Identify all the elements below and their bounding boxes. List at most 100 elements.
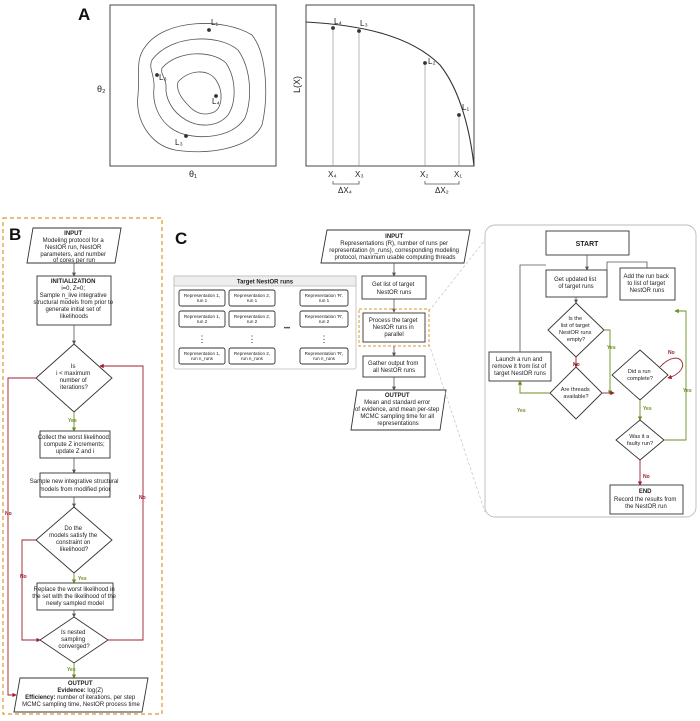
c-threads-yes-edge — [517, 380, 550, 394]
b-input-box — [26, 227, 122, 264]
c-faulty-text: Was it a faulty run? — [627, 434, 653, 447]
b-input-text: INPUT Modeling protocol for a NestOR run… — [40, 231, 107, 264]
svg-text:Representation 'R',run 2: Representation 'R',run 2 — [305, 314, 344, 324]
delta-bracket-x2 — [424, 181, 460, 185]
b-decision-constraint-text: Do the models satisfy the constraint on … — [49, 526, 99, 553]
c-end-text: END Record the results from the NestOR r… — [614, 489, 678, 510]
curve-label-l2: L₂ — [428, 57, 436, 66]
svg-text:Representation 2,run 2: Representation 2,run 2 — [234, 314, 270, 324]
contour-axis-y: θ₂ — [97, 84, 106, 94]
c-get-list-text: Get list of target NestOR runs — [372, 282, 416, 296]
contour-point-l1 — [207, 28, 211, 32]
panel-b: B INPUT Modeling protocol for a NestOR r… — [2, 217, 163, 715]
panel-c: C Target NestOR runs Representation 1,ru… — [173, 224, 697, 518]
zoom-line-top — [428, 239, 486, 312]
c-yes-complete: Yes — [643, 406, 652, 412]
b-no-edge-constraint — [21, 539, 41, 643]
svg-text:Representation 1,run n_runs: Representation 1,run n_runs — [184, 351, 220, 361]
c-threads-text: Are threads available? — [561, 387, 591, 400]
curve-label-l1: L₁ — [462, 103, 469, 112]
panel-b-dashed-frame — [2, 217, 163, 715]
curve-point-l4 — [331, 26, 335, 30]
b-collect-text: Collect the worst likelihood, compute Z … — [38, 435, 112, 455]
c-output-text: OUTPUT Mean and standard error of eviden… — [355, 393, 441, 427]
x-grid-lines — [332, 28, 460, 166]
b-no-edge-exit — [7, 377, 36, 698]
c-empty-text: Is the list of target NestOR runs empty? — [559, 316, 593, 343]
b-no-edge-loop — [99, 363, 144, 641]
panel-c-letter: C — [175, 229, 187, 248]
b-collect-box — [39, 430, 111, 459]
b-no-1: No — [5, 511, 12, 517]
c-updated-box — [545, 269, 608, 298]
b-yes-3: Yes — [67, 667, 76, 673]
b-sample-text: Sample new integrative structural models… — [30, 479, 120, 493]
svg-text:⋮: ⋮ — [320, 334, 329, 344]
b-replace-box — [36, 582, 114, 611]
c-process-text: Process the target NestOR runs in parall… — [369, 318, 419, 338]
contour-plot-frame — [109, 4, 277, 167]
b-no-2: No — [20, 574, 27, 580]
contour-axis-x: θ₁ — [189, 169, 197, 179]
x-tick-x4: X₄ — [328, 170, 337, 179]
c-complete-text: Did a run complete? — [627, 369, 653, 382]
svg-text:Representation 2,run 1: Representation 2,run 1 — [234, 293, 270, 303]
c-empty-yes-edge — [604, 329, 613, 395]
contour-label-l3: L₃ — [159, 73, 167, 82]
curve-plot-frame — [305, 4, 475, 167]
contour-label-l1: L₁ — [211, 18, 218, 27]
c-addback-box — [619, 267, 676, 301]
svg-text:Representation 'R',run n_runs: Representation 'R',run n_runs — [305, 351, 344, 361]
panel-a: A L₁ L₃ L₄ L₃ θ₂ θ₁ L₄ L₃ — [78, 4, 475, 195]
target-runs-title: Target NestOR runs — [237, 280, 294, 286]
c-input-box — [320, 229, 471, 264]
c-complete-no-loop — [659, 357, 684, 380]
b-sample-box — [39, 472, 111, 498]
curve-point-l1 — [457, 113, 461, 117]
svg-text:•••: ••• — [284, 326, 290, 332]
b-replace-text: Replace the worst likelihood in the set … — [32, 587, 117, 607]
c-no-complete: No — [668, 350, 675, 356]
c-gather-text: Gather output from all NestOR runs — [368, 361, 420, 374]
c-addback-loop — [606, 261, 648, 270]
zoom-line-bottom — [428, 343, 486, 513]
c-yes-threads: Yes — [517, 408, 526, 414]
b-output-box — [13, 677, 149, 713]
delta-label-x2: ΔX₂ — [435, 186, 449, 195]
b-decision-iterations-text: Is i < maximum number of iterations? — [56, 364, 92, 391]
curve-point-l2 — [423, 61, 427, 65]
delta-label-x4: ΔX₄ — [338, 186, 352, 195]
b-decision-converged-text: Is nested sampling converged? — [58, 630, 90, 650]
curve-label-l4: L₄ — [334, 17, 342, 26]
b-output-text: OUTPUT Evidence: log(Z) Efficiency: numb… — [22, 681, 140, 708]
curve-label-l3: L₃ — [360, 19, 368, 28]
curve-axis-y: L(X) — [292, 76, 302, 93]
b-no-3: No — [139, 495, 146, 501]
x-tick-x1: X₁ — [454, 170, 462, 179]
c-yes-empty: Yes — [607, 345, 616, 351]
c-launch-text: Launch a run and remove it from list of … — [492, 357, 548, 377]
c-updated-text: Get updated list of target runs — [554, 277, 598, 290]
target-runs-header — [173, 275, 357, 287]
contour-point-l4 — [214, 94, 218, 98]
c-faulty-yes-edge — [664, 308, 687, 441]
c-end-box — [609, 484, 684, 515]
curve-point-l3 — [357, 29, 361, 33]
x-tick-x2: X₂ — [420, 170, 428, 179]
contour-point-l3b — [184, 134, 188, 138]
delta-bracket-x4 — [332, 181, 360, 185]
svg-text:⋮: ⋮ — [248, 334, 257, 344]
c-launch-loop — [519, 264, 546, 352]
svg-text:Representation 'R',run 1: Representation 'R',run 1 — [305, 293, 344, 303]
contour-label-l4: L₄ — [212, 97, 220, 106]
b-yes-1: Yes — [68, 418, 77, 424]
contour-label-l3-outer: L₃ — [175, 138, 183, 147]
c-start-box — [545, 230, 630, 256]
svg-text:⋮: ⋮ — [198, 334, 207, 344]
c-addback-text: Add the run back to list of target NestO… — [623, 274, 670, 294]
c-process-box — [362, 312, 426, 343]
c-no-faulty: No — [643, 474, 650, 480]
c-threads-decision — [549, 366, 603, 420]
likelihood-curve — [305, 21, 475, 167]
